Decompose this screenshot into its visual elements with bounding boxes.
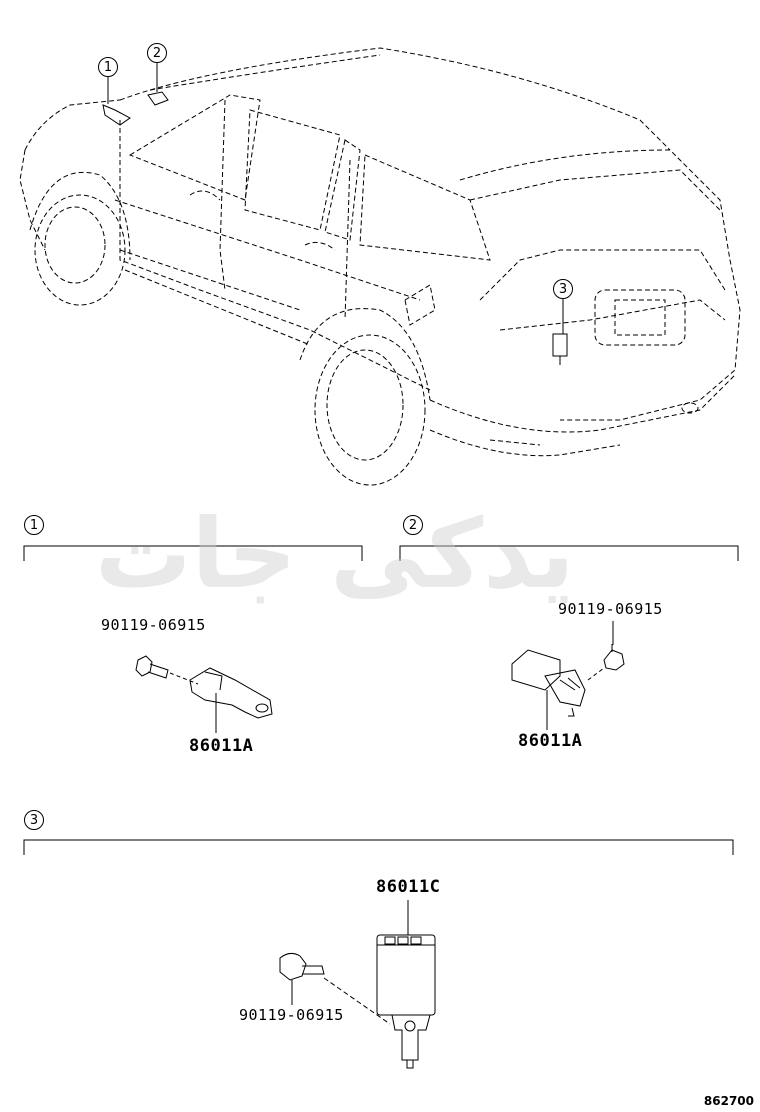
section-3-number: 3 (24, 810, 44, 830)
section-brackets (23, 545, 739, 855)
watermark-logo: یدکی جات (95, 498, 577, 610)
section-2-illustration (511, 621, 625, 730)
section-3-part-number: 86011C (376, 877, 441, 897)
section-1-number: 1 (24, 515, 44, 535)
section-3-illustration (279, 900, 436, 1069)
section-3-bolt-number: 90119-06915 (239, 1006, 344, 1024)
callout-1: 1 (98, 57, 118, 77)
section-2-number: 2 (403, 515, 423, 535)
section-2-part-number: 86011A (518, 731, 583, 751)
section-1-part-number: 86011A (189, 736, 254, 756)
section-2-bolt-number: 90119-06915 (558, 600, 663, 618)
callout-2: 2 (147, 43, 167, 63)
vehicle-outline (19, 47, 741, 486)
section-1-bolt-number: 90119-06915 (101, 616, 206, 634)
section-1-illustration (135, 655, 273, 733)
callout-3: 3 (553, 279, 573, 299)
drawing-code: 862700 (703, 1094, 754, 1108)
sensor-locations (102, 63, 568, 365)
